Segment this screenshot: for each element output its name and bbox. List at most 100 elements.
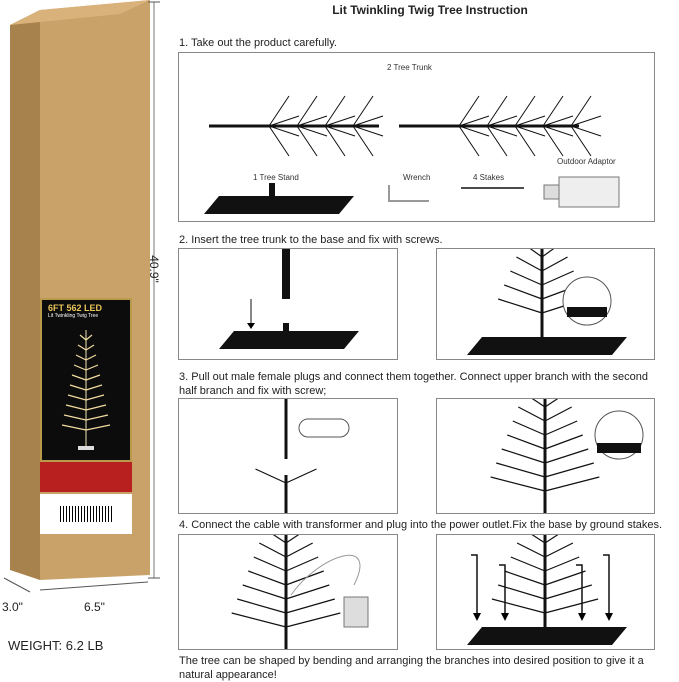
tree-branch [544, 598, 599, 614]
lit-tree-image [61, 330, 111, 450]
tree-branch [570, 125, 592, 157]
box-subtitle: Lit Twinkling Twig Tree [48, 313, 99, 319]
tree-branch [253, 556, 287, 572]
tree-branch [541, 256, 568, 272]
ground-stake [576, 564, 583, 615]
barcode-sticker [40, 494, 132, 534]
tree-branch [490, 476, 546, 492]
tree-branch [285, 612, 341, 628]
tree-branch [544, 584, 592, 600]
tree-base [204, 196, 354, 214]
branch [85, 344, 95, 351]
ground-stake [471, 554, 478, 615]
tree-branch [285, 570, 324, 586]
height-dimension: 40.9" [146, 255, 161, 283]
tree-branch [541, 270, 574, 286]
branch [77, 344, 87, 351]
tree-branch [504, 284, 543, 300]
tree-branch [285, 584, 330, 600]
tree-branch [544, 448, 589, 464]
tree-branch [510, 556, 546, 572]
weight-label: WEIGHT: 6.2 LB [8, 638, 104, 653]
tree-branch [570, 95, 592, 127]
tree-branch [542, 95, 564, 127]
tree-branch [352, 125, 374, 157]
tree-branch [324, 95, 346, 127]
cable [290, 555, 361, 596]
tree-branch [285, 598, 335, 614]
tree-branch [458, 95, 480, 127]
arrow-head [501, 613, 509, 621]
tree-branch [544, 399, 559, 408]
step-1-text: 1. Take out the product carefully. [179, 37, 337, 49]
tree-branch [514, 125, 546, 137]
tree-branch [514, 115, 546, 127]
label-tree-trunk: 2 Tree Trunk [387, 63, 432, 72]
tree-branch [352, 125, 384, 137]
arrow-head [578, 613, 586, 621]
box-label: 6FT 562 LED Lit Twinkling Twig Tree [40, 298, 132, 462]
step-2-text: 2. Insert the tree trunk to the base and… [179, 234, 443, 246]
ground-stake [499, 564, 506, 615]
tree-branch [501, 448, 546, 464]
tree-branch [544, 434, 583, 450]
branch [79, 334, 87, 341]
outdoor-adaptor [558, 176, 620, 208]
inset-base [597, 443, 641, 453]
width-dimension: 6.5" [84, 600, 105, 614]
label-tree-stand: 1 Tree Stand [253, 173, 299, 182]
branch [85, 374, 101, 381]
adaptor-plug [543, 184, 560, 200]
branch [61, 424, 87, 431]
tree-branch [458, 115, 490, 127]
tree-branch [285, 556, 319, 572]
tree-branch [542, 125, 564, 157]
label-outdoor-adaptor: Outdoor Adaptor [557, 157, 616, 166]
tree-branch [529, 249, 543, 258]
product-box: 6FT 562 LED Lit Twinkling Twig Tree [0, 0, 160, 590]
label-stakes: 4 Stakes [473, 173, 505, 182]
tree-branch [544, 462, 594, 478]
tree-branch [268, 95, 290, 127]
branch [65, 404, 87, 411]
tree-branch [544, 406, 572, 422]
tree-stand-post [269, 183, 275, 199]
ground-stake [603, 554, 610, 615]
tree-base [467, 337, 627, 355]
step-1-panel: 2 Tree Trunk 1 Tree Stand Wrench 4 Stake… [178, 52, 655, 222]
tree-branch [248, 570, 287, 586]
wrench [388, 185, 429, 202]
tree-branch [504, 570, 546, 586]
step-3-panel-right [436, 398, 655, 514]
arrow-head [247, 323, 255, 329]
branch [85, 364, 99, 371]
tree-branch [507, 434, 546, 450]
branch [69, 384, 87, 391]
tree-branch [531, 535, 546, 544]
tree-branch [352, 95, 374, 127]
tree-branch [296, 115, 328, 127]
tree-branch [544, 556, 580, 572]
zoom-inset [562, 276, 612, 326]
inset-base [567, 307, 607, 317]
tree-branch [570, 115, 602, 127]
tree-branch [514, 95, 536, 127]
branch [85, 424, 111, 431]
tree-branch [570, 125, 602, 137]
label-wrench: Wrench [403, 173, 431, 182]
tree-base [219, 331, 359, 349]
tree-branch [272, 535, 287, 544]
tree-branch [285, 535, 300, 544]
tree-branch [285, 542, 313, 558]
tree-branch [544, 535, 559, 544]
tree-branch [231, 612, 287, 628]
branch [75, 354, 87, 361]
tree-branch [544, 570, 586, 586]
tree-branch [542, 115, 574, 127]
transformer [343, 596, 369, 628]
tree-branch [268, 125, 290, 157]
branch [85, 394, 105, 401]
tree-branch [516, 256, 543, 272]
step-2-panel-left [178, 248, 398, 360]
